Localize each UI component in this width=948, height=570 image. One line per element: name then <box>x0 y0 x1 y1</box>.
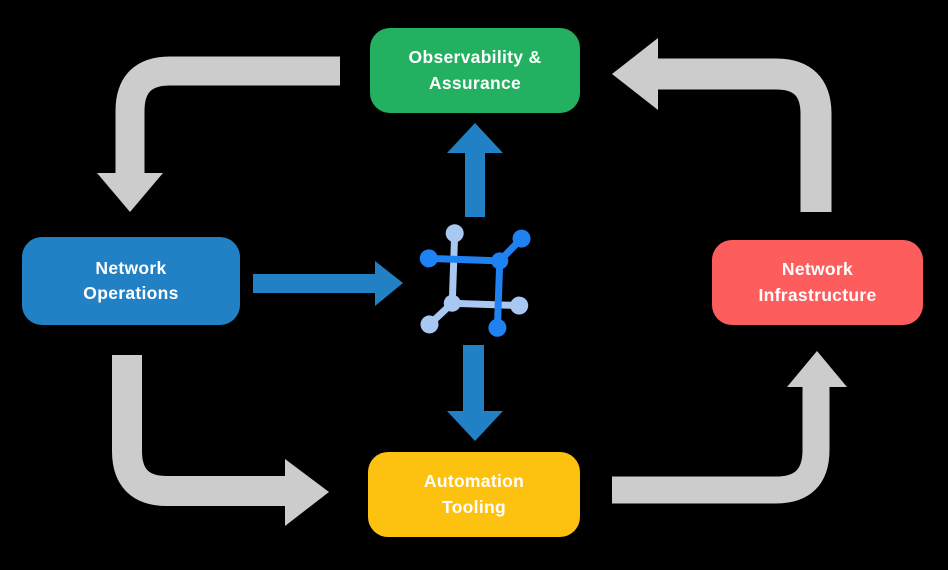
network-mesh-icon <box>419 224 531 337</box>
node-network-operations: Network Operations <box>22 237 240 325</box>
node-observability-assurance: Observability & Assurance <box>370 28 580 113</box>
arrow-automation-to-infrastructure <box>612 351 847 504</box>
network-mesh-icon-secondary <box>420 224 529 334</box>
node-network-infrastructure: Network Infrastructure <box>712 240 923 325</box>
arrow-observability-to-operations <box>97 56 340 212</box>
node-observability-assurance-label: Observability & Assurance <box>408 47 542 93</box>
arrow-operations-to-center <box>253 261 403 306</box>
node-automation-tooling: Automation Tooling <box>368 452 580 537</box>
node-network-infrastructure-label: Network Infrastructure <box>758 259 877 305</box>
arrow-infrastructure-to-observability <box>612 38 832 212</box>
arrow-center-to-automation <box>447 345 503 441</box>
arrow-center-to-observability <box>447 123 503 217</box>
network-mesh-icon-primary <box>419 229 531 337</box>
node-automation-tooling-label: Automation Tooling <box>423 471 525 517</box>
arrow-operations-to-automation <box>112 355 329 526</box>
node-network-operations-label: Network Operations <box>83 257 179 303</box>
